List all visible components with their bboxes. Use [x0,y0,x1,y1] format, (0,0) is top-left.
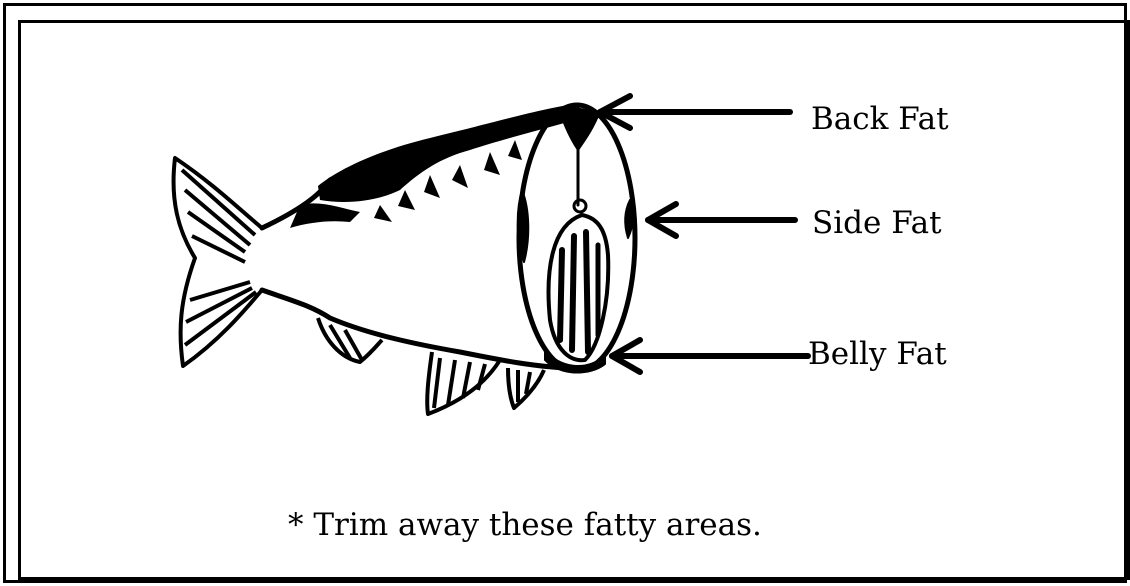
back-fat-label: Back Fat [811,104,949,135]
back-fat-arrow [600,96,790,128]
tail-fin [174,158,262,366]
belly-fat-arrow [612,340,808,372]
side-fat-label: Side Fat [812,208,942,239]
trim-note: * Trim away these fatty areas. [288,510,762,541]
belly-fat-label: Belly Fat [808,339,947,370]
lower-fins [318,318,544,414]
back-texture [290,106,578,228]
side-fat-arrow [648,204,795,236]
cross-section [518,105,635,373]
arrows [600,96,808,372]
